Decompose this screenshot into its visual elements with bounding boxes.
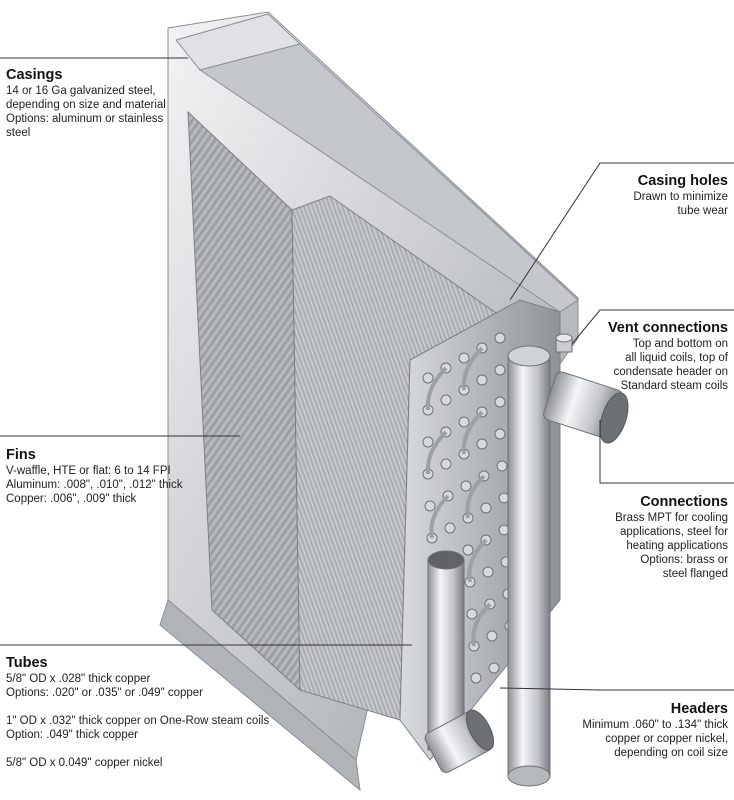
connections-line: Brass MPT for cooling [615,512,728,524]
tubes-line: 5/8" OD x .028" thick copper [6,673,151,685]
vent-connections-line: Standard steam coils [620,380,728,392]
fins-line: Aluminum: .008", .010", .012" thick [6,479,183,491]
connection-bottom-end [465,709,495,751]
casings-title: Casings [6,67,63,83]
casings-line: steel [6,127,31,139]
leader-connections [599,420,734,484]
leader-vent-connections [571,309,734,345]
casing-top-lip [198,43,579,313]
connections-line: heating applications [626,540,728,552]
callout-headers: Headers Minimum .060" to .134" thick cop… [548,700,728,760]
callout-connections: Connections Brass MPT for cooling applic… [568,493,728,581]
connections-title: Connections [640,494,728,510]
fins-title: Fins [6,447,36,463]
callout-vent-connections: Vent connections Top and bottom on all l… [568,319,728,393]
connections-line: Options: brass or [640,554,728,566]
vent-plug-top [555,333,573,343]
casing-bottom [159,599,361,792]
connection-top-end [599,392,629,444]
connections-line: applications, steel for [619,526,728,538]
callout-casings: Casings 14 or 16 Ga galvanized steel, de… [6,66,206,140]
casing-holes-line: Drawn to minimize [633,191,728,203]
headers-line: depending on coil size [614,747,728,759]
header-left-top [427,550,465,570]
headers-line: copper or copper nickel, [605,733,728,745]
tubes-line: Option: .049" thick copper [6,729,138,741]
leader-lines [0,57,734,691]
vent-connections-line: condensate header on [613,366,728,378]
casings-line: 14 or 16 Ga galvanized steel, [6,85,156,97]
callout-tubes: Tubes 5/8" OD x .028" thick copper Optio… [6,654,306,770]
tube-ends [422,332,516,684]
vent-connections-line: Top and bottom on [632,338,728,350]
casing-holes-title: Casing holes [637,173,728,189]
header-right-bottom [507,765,551,787]
headers-title: Headers [670,701,728,717]
tubes-line: 5/8" OD x 0.049" copper nickel [6,757,163,769]
fins-line: V-waffle, HTE or flat: 6 to 14 FPI [6,465,171,477]
connections-line: steel flanged [662,568,728,580]
headers-line: Minimum .060" to .134" thick [582,719,728,731]
header-right-top [507,345,551,367]
leader-casing-holes [509,162,734,301]
return-bends [425,346,492,647]
vent-connections-line: all liquid coils, top of [625,352,728,364]
casings-line: depending on size and material [6,99,166,111]
tubes-line: Options: .020" or .035" or .049" copper [6,687,204,699]
casing-holes-line: tube wear [677,205,728,217]
vent-connections-title: Vent connections [607,320,728,336]
tubes-line: 1" OD x .032" thick copper on One-Row st… [6,715,270,727]
casings-line: Options: aluminum or stainless [6,113,164,125]
fins-line: Copper: .006", .009" thick [6,493,137,505]
leader-headers [499,687,734,691]
header-right [507,355,551,777]
callout-casing-holes: Casing holes Drawn to minimize tube wear [568,172,728,218]
tubes-title: Tubes [6,655,48,671]
callout-fins: Fins V-waffle, HTE or flat: 6 to 14 FPI … [6,446,226,506]
